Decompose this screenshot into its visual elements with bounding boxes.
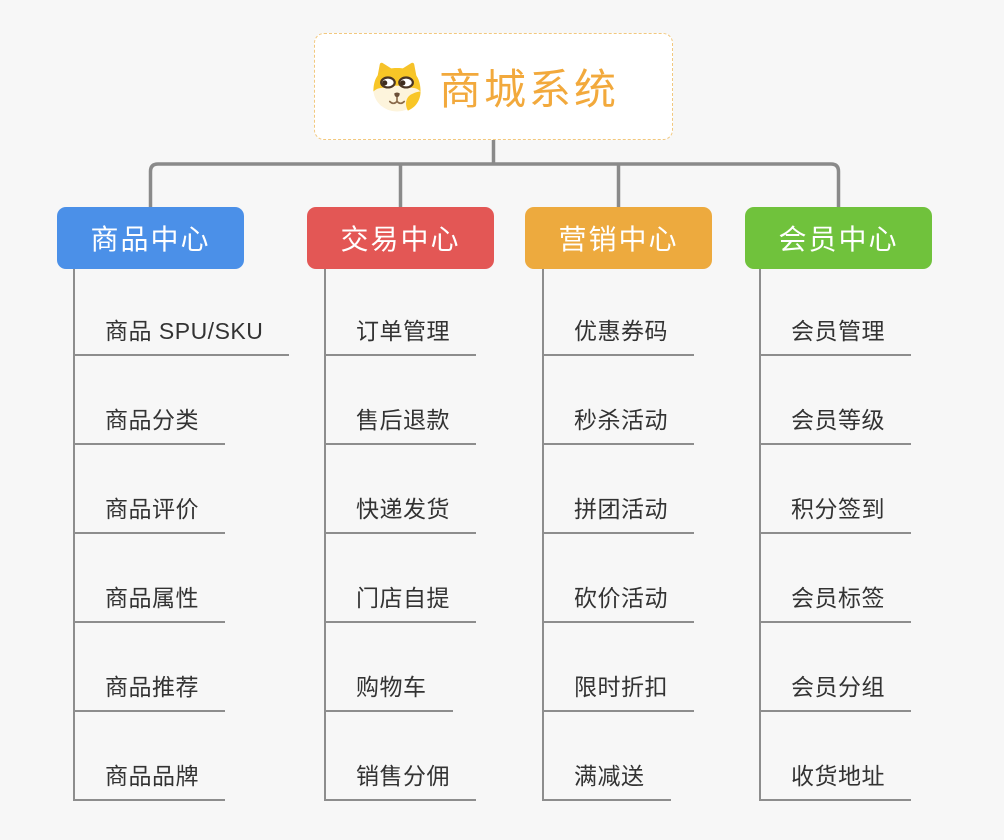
leaf-node[interactable]: 门店自提 xyxy=(324,583,476,623)
leaf-node[interactable]: 秒杀活动 xyxy=(542,405,694,445)
leaf-node[interactable]: 商品推荐 xyxy=(73,672,225,712)
branch-children: 商品 SPU/SKU 商品分类商品评价商品属性商品推荐商品品牌 xyxy=(73,269,323,814)
branch-children: 优惠券码秒杀活动拼团活动砍价活动限时折扣满减送 xyxy=(542,269,792,814)
branch-node-1[interactable]: 商品中心 xyxy=(57,207,244,269)
branch-children: 订单管理售后退款快递发货门店自提购物车销售分佣 xyxy=(324,269,574,814)
leaf-node[interactable]: 优惠券码 xyxy=(542,316,694,356)
shiba-dog-icon xyxy=(373,62,421,111)
leaf-node[interactable]: 满减送 xyxy=(542,761,671,801)
leaf-node[interactable]: 限时折扣 xyxy=(542,672,694,712)
branch-label: 交易中心 xyxy=(340,224,461,255)
leaf-node[interactable]: 会员管理 xyxy=(759,316,911,356)
branch-node-4[interactable]: 会员中心 xyxy=(745,207,932,269)
leaf-node[interactable]: 售后退款 xyxy=(324,405,476,445)
leaf-node[interactable]: 收货地址 xyxy=(759,761,911,801)
leaf-node[interactable]: 商品属性 xyxy=(73,583,225,623)
leaf-node[interactable]: 拼团活动 xyxy=(542,494,694,534)
branch-trunk-line xyxy=(73,269,75,801)
branch-label: 会员中心 xyxy=(778,224,899,255)
leaf-node[interactable]: 快递发货 xyxy=(324,494,476,534)
leaf-node[interactable]: 订单管理 xyxy=(324,316,476,356)
branch-trunk-line xyxy=(542,269,544,801)
branch-children: 会员管理会员等级积分签到会员标签会员分组收货地址 xyxy=(759,269,1004,814)
branch-trunk-line xyxy=(759,269,761,801)
root-title: 商城系统 xyxy=(438,66,619,113)
branch-trunk-line xyxy=(324,269,326,801)
leaf-node[interactable]: 商品评价 xyxy=(73,494,225,534)
leaf-node[interactable]: 商品 SPU/SKU xyxy=(73,316,290,356)
root-node-mall-system[interactable]: 商城系统 xyxy=(314,33,673,140)
leaf-node[interactable]: 商品分类 xyxy=(73,405,225,445)
leaf-node[interactable]: 会员标签 xyxy=(759,583,911,623)
branch-label: 营销中心 xyxy=(558,224,679,255)
leaf-node[interactable]: 砍价活动 xyxy=(542,583,694,623)
branch-node-3[interactable]: 营销中心 xyxy=(525,207,712,269)
leaf-node[interactable]: 会员等级 xyxy=(759,405,911,445)
leaf-node[interactable]: 会员分组 xyxy=(759,672,911,712)
branch-label: 商品中心 xyxy=(90,224,211,255)
branch-rail-line xyxy=(148,162,841,208)
leaf-node[interactable]: 销售分佣 xyxy=(324,761,476,801)
leaf-node[interactable]: 商品品牌 xyxy=(73,761,225,801)
leaf-node[interactable]: 购物车 xyxy=(324,672,453,712)
branch-node-2[interactable]: 交易中心 xyxy=(307,207,494,269)
leaf-node[interactable]: 积分签到 xyxy=(759,494,911,534)
